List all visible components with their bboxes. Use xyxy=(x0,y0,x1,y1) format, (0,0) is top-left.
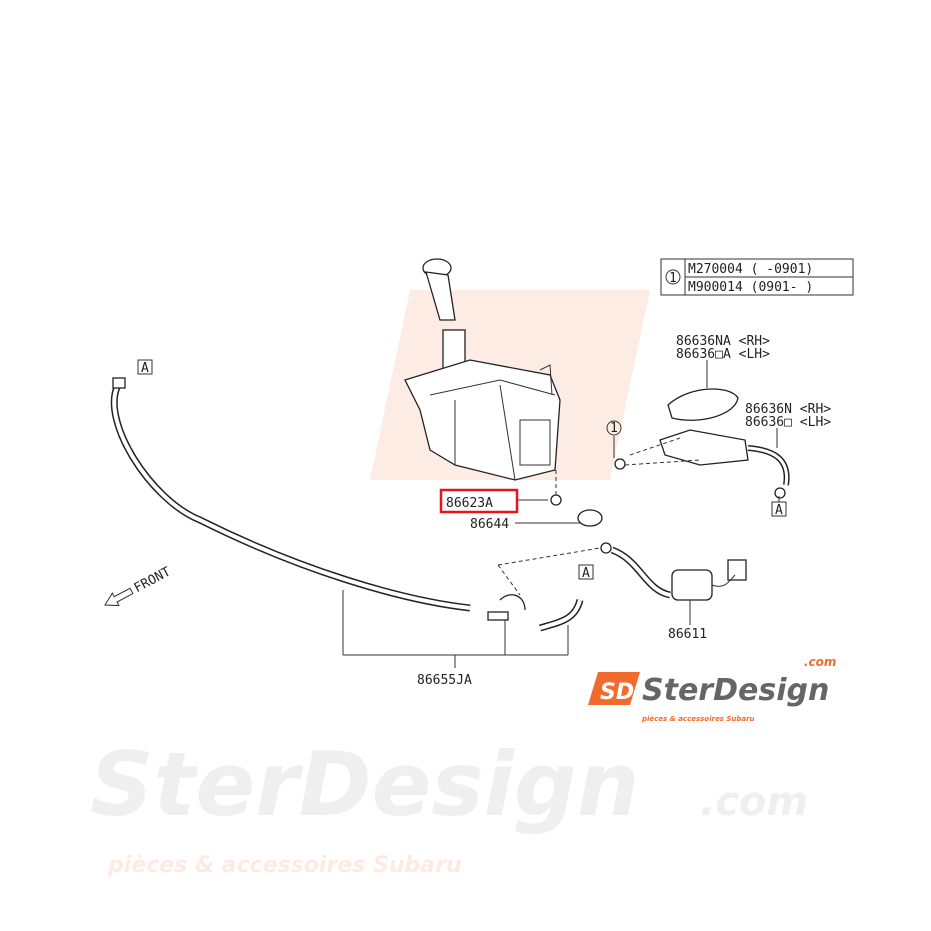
highlight-box xyxy=(439,488,519,514)
arrow-left-icon xyxy=(104,587,134,607)
logo-mark: SD xyxy=(600,680,634,705)
reference-table: 1 M270004 ( -0901) M900014 (0901- ) xyxy=(660,258,854,296)
watermark-brand: SterDesign xyxy=(90,733,639,836)
ref-row-1: M270004 ( -0901) xyxy=(688,262,813,277)
brand-logo: SD SterDesign .com pièces & accessoires … xyxy=(588,655,836,723)
logo-domain: .com xyxy=(804,655,836,669)
washer-reservoir xyxy=(404,258,562,506)
front-arrow: FRONT xyxy=(104,564,174,607)
ref-marker-1: 1 xyxy=(610,421,618,436)
ref-marker-a: A xyxy=(141,361,149,376)
assembly-lines xyxy=(497,437,701,596)
label-front: FRONT xyxy=(132,564,174,596)
washer-pump xyxy=(610,546,747,601)
label-nozzle-rh: 86636N <RH> xyxy=(745,402,831,417)
label-86611: 86611 xyxy=(668,627,707,642)
leader-lines xyxy=(342,360,780,668)
ref-row-2: M900014 (0901- ) xyxy=(688,280,813,295)
ref-marker-a: A xyxy=(775,503,783,518)
label-86623A: 86623A xyxy=(446,496,493,511)
watermark-domain: .com xyxy=(700,779,808,825)
label-cap-rh: 86636NA <RH> xyxy=(676,334,770,349)
headlamp-washer-nozzle xyxy=(614,388,790,499)
logo-brand: SterDesign xyxy=(642,673,829,708)
ref-key: 1 xyxy=(669,271,677,286)
washer-hose-86655JA xyxy=(110,377,584,632)
label-86644: 86644 xyxy=(470,517,509,532)
ref-marker-a: A xyxy=(582,566,590,581)
clip-86644 xyxy=(577,509,612,554)
label-nozzle-lh: 86636□ <LH> xyxy=(745,415,831,430)
label-86655JA: 86655JA xyxy=(417,673,472,688)
logo-tagline: pièces & accessoires Subaru xyxy=(641,715,755,723)
watermark-tagline: pièces & accessoires Subaru xyxy=(107,853,462,878)
label-cap-lh: 86636□A <LH> xyxy=(676,347,770,362)
